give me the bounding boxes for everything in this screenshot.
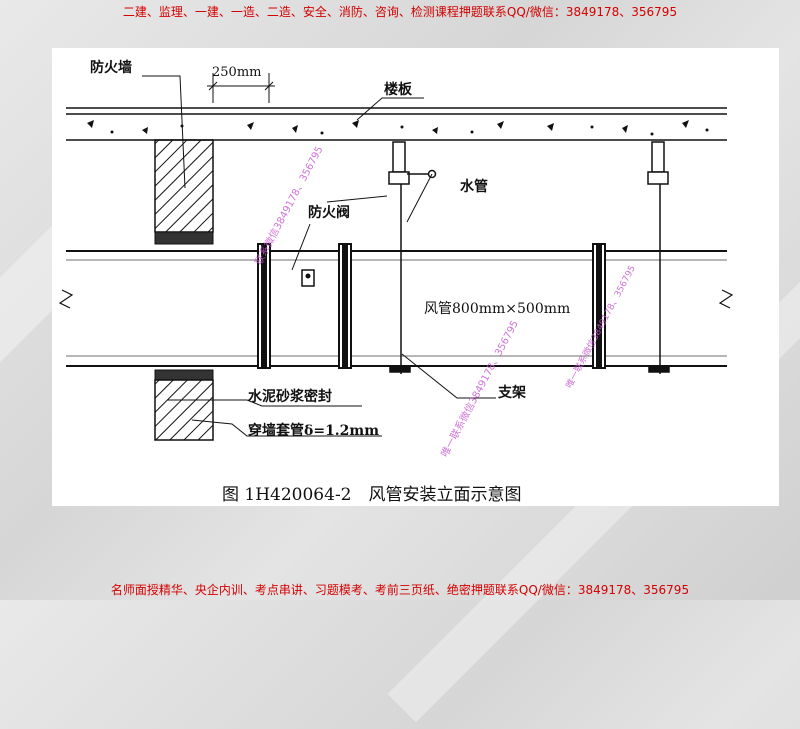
duct-hanger — [388, 141, 670, 374]
diagram-figure: 防火墙 250mm 楼板 水管 防火阀 风管800mm×500mm 支架 水泥砂… — [52, 48, 779, 506]
support-label: 支架 — [498, 385, 526, 401]
cement-seal-label: 水泥砂浆密封 — [248, 389, 332, 405]
water-pipe — [407, 169, 437, 179]
duct-installation-diagram — [58, 73, 734, 441]
firewall-label: 防火墙 — [90, 60, 132, 76]
duct-size-label: 风管800mm×500mm — [424, 301, 571, 317]
fire-damper-label: 防火阀 — [308, 205, 350, 221]
dimension-line — [207, 73, 275, 103]
fire-wall — [154, 139, 214, 441]
top-banner: 二建、监理、一建、一造、二造、安全、消防、咨询、检测课程押题联系QQ/微信：38… — [122, 5, 678, 19]
duct-flange — [257, 243, 606, 369]
break-mark — [58, 289, 734, 309]
floor-slab — [66, 107, 727, 141]
figure-caption: 图 1H420064-2 风管安装立面示意图 — [222, 485, 522, 505]
fire-damper-handle-icon — [301, 269, 315, 287]
water-pipe-label: 水管 — [460, 179, 488, 195]
dimension-label: 250mm — [212, 65, 262, 80]
floor-slab-label: 楼板 — [384, 82, 412, 98]
leader-line — [142, 75, 496, 437]
bottom-banner: 名师面授精华、央企内训、考点串讲、习题模考、考前三页纸、绝密押题联系QQ/微信：… — [110, 583, 690, 597]
sleeve-label: 穿墙套管δ=1.2mm — [248, 423, 380, 439]
